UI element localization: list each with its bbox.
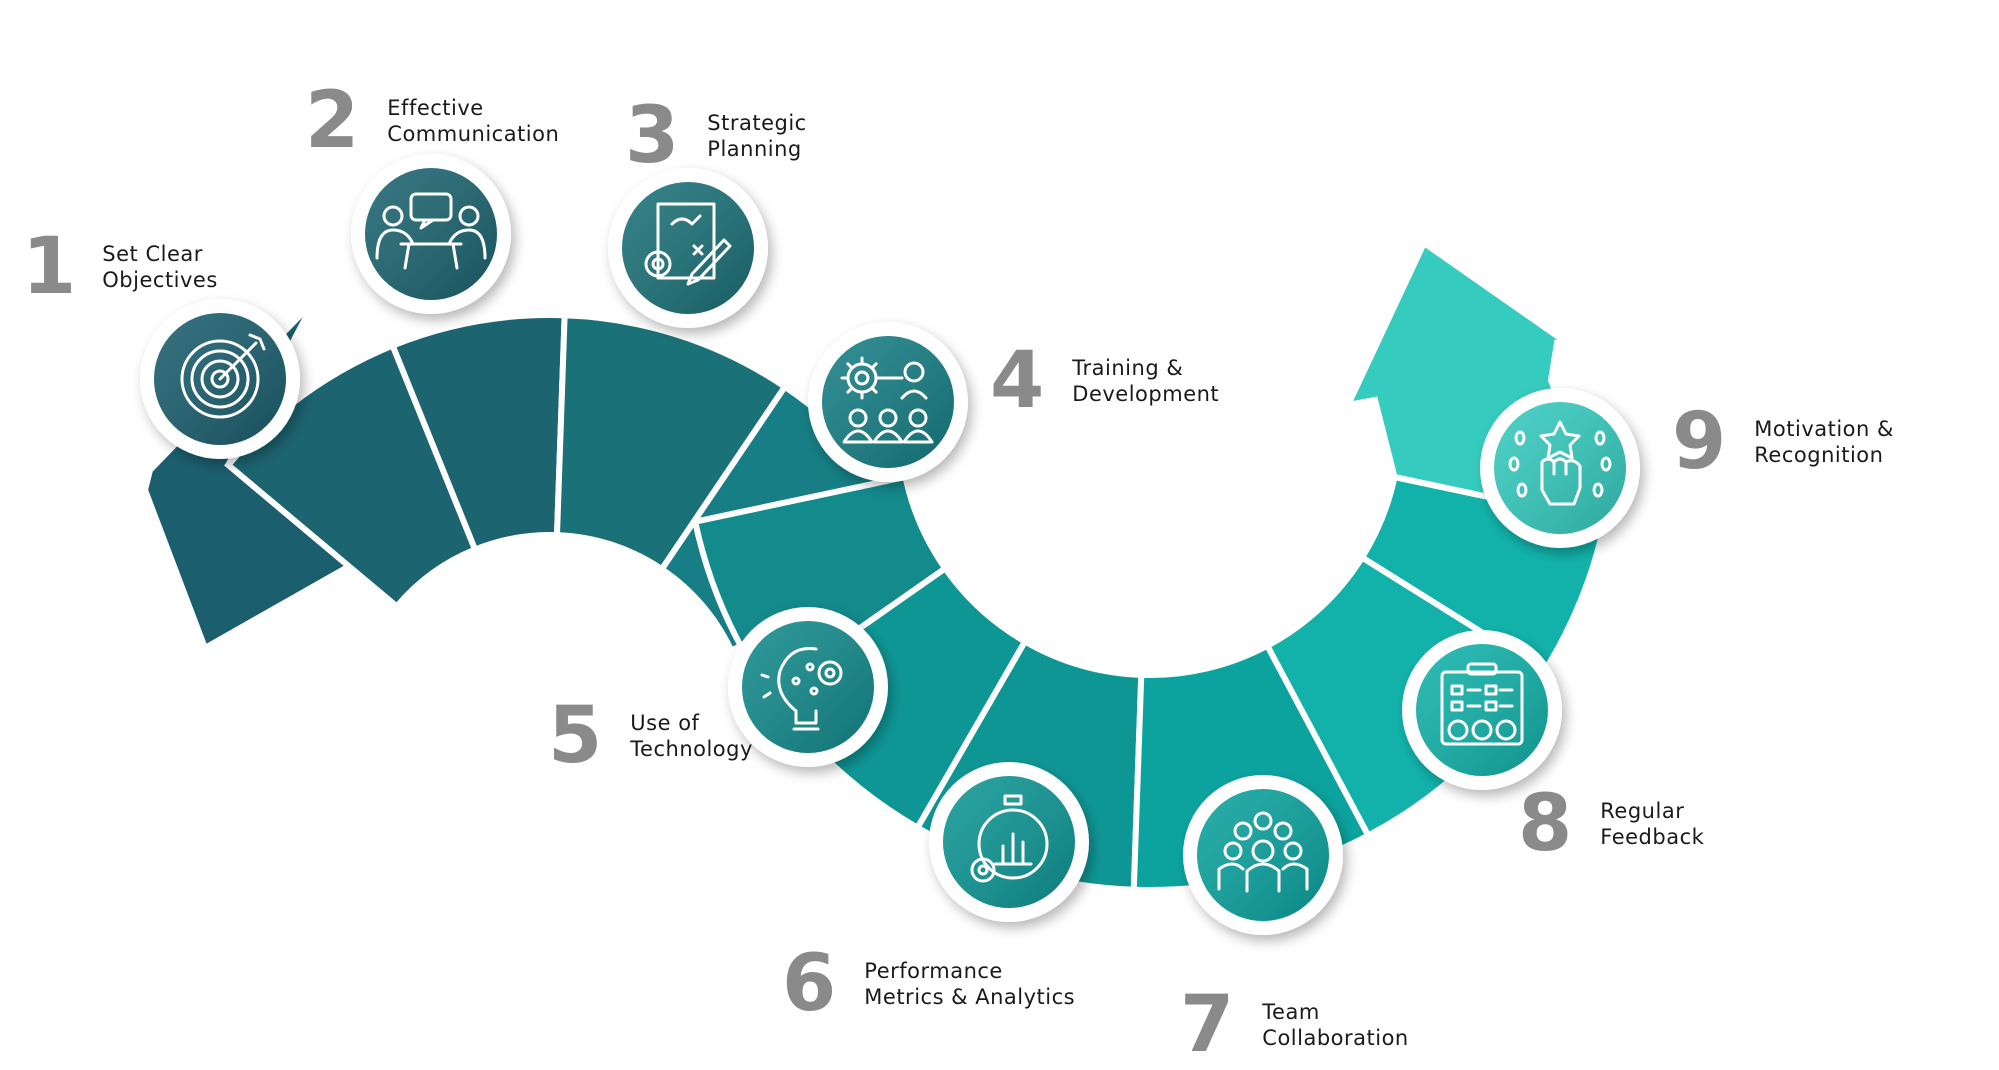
step-number: 7 [1180,980,1235,1070]
strategy-plan-icon [644,202,732,286]
step-9-label: 9 Motivation & Recognition [1672,403,1894,481]
badge-shade [1197,789,1329,921]
step-number: 8 [1518,779,1573,869]
step-5-label: 5 Use of Technology [548,697,753,775]
stopwatch-chart-icon [970,794,1049,883]
training-gear-icon [840,356,934,444]
badge-shade [365,168,497,300]
step-1-badge [140,299,300,459]
badge-shade [742,621,874,753]
step-8-badge [1402,630,1562,790]
step-title: Strategic Planning [707,110,807,161]
feedback-clipboard-icon [1440,662,1524,746]
step-title: Set Clear Objectives [102,241,218,292]
step-7-label: 7 Team Collaboration [1180,986,1409,1064]
step-9-badge [1480,388,1640,548]
step-6-badge [929,762,1089,922]
idea-bulb-icon [760,646,843,731]
step-number: 3 [625,91,680,181]
step-number: 4 [990,336,1045,426]
step-number: 1 [22,222,77,312]
step-number: 6 [782,939,837,1029]
step-4-badge [808,322,968,482]
step-title: Use of Technology [630,710,753,761]
fist-star-icon [1508,420,1612,506]
step-number: 9 [1672,397,1727,487]
step-number: 2 [305,76,360,166]
step-number: 5 [548,691,603,781]
step-2-badge [351,154,511,314]
step-4-label: 4 Training & Development [990,342,1219,420]
step-title: Training & Development [1072,355,1220,406]
step-3-label: 3 Strategic Planning [625,97,807,175]
step-title: Regular Feedback [1600,798,1705,849]
step-7-badge [1183,775,1343,935]
step-3-badge [608,168,768,328]
badge-shade [822,336,954,468]
step-title: Effective Communication [387,95,560,146]
meeting-chat-icon [375,192,487,270]
step-5-badge [728,607,888,767]
target-icon [180,333,266,419]
badge-shade [622,182,754,314]
step-8-label: 8 Regular Feedback [1518,785,1704,863]
step-title: Motivation & Recognition [1754,416,1894,467]
step-6-label: 6 Performance Metrics & Analytics [782,945,1075,1023]
step-title: Performance Metrics & Analytics [864,958,1076,1009]
step-1-label: 1 Set Clear Objectives [22,228,218,306]
badge-shade [943,776,1075,908]
step-title: Team Collaboration [1262,999,1409,1050]
badge-shade [1494,402,1626,534]
step-2-label: 2 Effective Communication [305,82,559,160]
team-people-icon [1217,811,1309,893]
